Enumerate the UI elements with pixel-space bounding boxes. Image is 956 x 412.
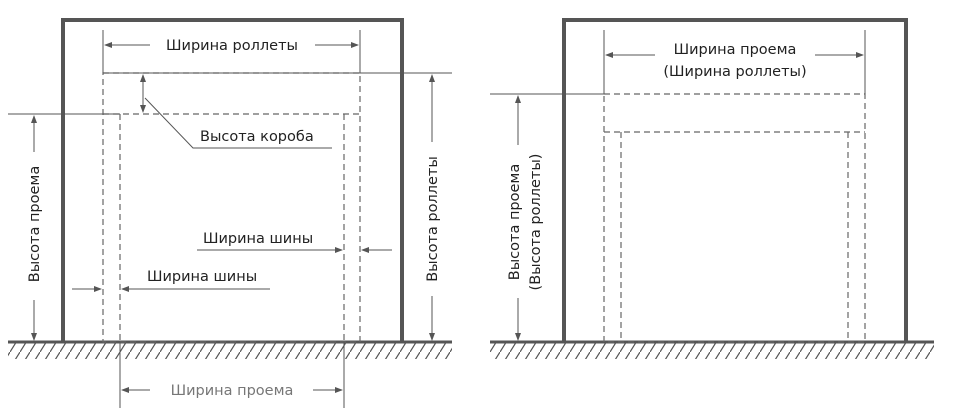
rail-width-label-2: Ширина шины [147,269,257,285]
rail-width-label-1: Ширина шины [203,231,313,247]
left-diagram: Ширина роллеты Высота короба Ширина шины… [8,18,452,408]
right-diagram: Ширина проема (Ширина роллеты) Высота пр… [490,18,934,359]
left-ground-hatch [8,343,452,359]
right-height-label-line1: Высота проема [507,164,523,280]
left-wall-opening [61,18,404,342]
box-height-label: Высота короба [200,129,314,145]
box-height-leader [144,97,332,149]
left-shutter-outline [102,72,361,343]
right-shutter-outline [603,93,866,343]
roller-height-label: Высота роллеты [425,156,441,282]
opening-width-label: Ширина проема [171,383,294,399]
right-width-label-line1: Ширина проема [674,42,797,58]
roller-width-label: Ширина роллеты [166,38,298,54]
right-width-label-line2: (Ширина роллеты) [663,64,806,80]
right-ground-hatch [490,343,934,359]
opening-height-label: Высота проема [27,166,43,282]
right-wall-opening [562,18,908,342]
right-height-label-line2: (Высота роллеты) [528,154,544,291]
